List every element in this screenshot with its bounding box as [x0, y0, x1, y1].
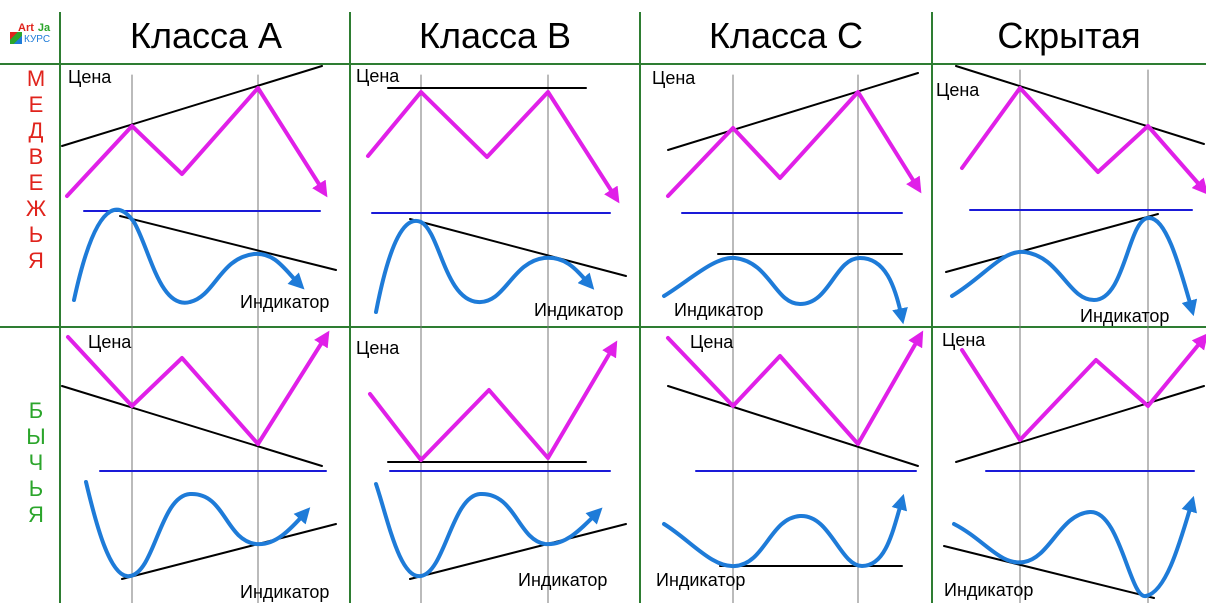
indicator-trend-line: [943, 545, 1155, 599]
logo-art: Art: [18, 22, 34, 34]
price-trend-line: [955, 65, 1205, 145]
bull-letter: Ь: [28, 476, 44, 501]
indicator-label: Индикатор: [240, 582, 329, 602]
price-line: [65, 86, 328, 198]
row-label-bullish: Б Ы Ч Ь Я: [24, 398, 48, 528]
indicator-line: [84, 480, 311, 579]
bear-letter: М: [26, 66, 46, 91]
price-label: Цена: [652, 68, 696, 88]
logo-kurs: КУРС: [24, 34, 51, 45]
bear-letter: Е: [28, 170, 44, 195]
indicator-line: [72, 207, 305, 305]
indicator-label: Индикатор: [1080, 306, 1169, 326]
bear-letter: Д: [28, 118, 44, 143]
indicator-line: [662, 255, 908, 325]
column-title-hidden: Скрытая: [997, 15, 1141, 56]
price-label: Цена: [356, 66, 400, 86]
price-label: Цена: [68, 67, 112, 87]
logo-mark-icon: [10, 32, 22, 44]
price-trend-line: [667, 72, 919, 151]
indicator-trend-line: [409, 523, 627, 580]
price-trend-line: [667, 385, 919, 467]
bear-letter: Е: [28, 92, 44, 117]
bull-letter: Ч: [28, 450, 44, 475]
indicator-trend-line: [409, 218, 627, 277]
bear-letter: Ж: [25, 196, 47, 221]
price-label: Цена: [88, 332, 132, 352]
indicator-line: [950, 216, 1198, 317]
indicator-trend-line: [945, 213, 1159, 273]
indicator-trend-line: [119, 215, 337, 271]
column-title-class-c: Класса С: [708, 15, 864, 56]
indicator-line: [374, 482, 603, 579]
price-line: [666, 90, 922, 198]
indicator-label: Индикатор: [674, 300, 763, 320]
bull-letter: Ы: [26, 424, 46, 449]
price-line: [368, 340, 618, 462]
row-label-bearish: М Е Д В Е Ж Ь Я: [24, 66, 48, 274]
column-title-class-b: Класса В: [418, 15, 572, 56]
price-label: Цена: [936, 80, 980, 100]
bear-letter: В: [28, 144, 44, 169]
price-line: [666, 330, 924, 446]
price-label: Цена: [942, 330, 986, 350]
price-line: [960, 86, 1206, 195]
bear-letter: Я: [28, 248, 44, 273]
price-trend-line: [61, 65, 323, 147]
price-trend-line: [955, 385, 1205, 463]
price-line: [960, 333, 1206, 442]
indicator-label: Индикатор: [944, 580, 1033, 600]
bull-letter: Я: [28, 502, 44, 527]
indicator-label: Индикатор: [240, 292, 329, 312]
indicator-label: Индикатор: [656, 570, 745, 590]
indicator-label: Индикатор: [534, 300, 623, 320]
bull-letter: Б: [28, 398, 44, 423]
bear-letter: Ь: [28, 222, 44, 247]
indicator-trend-line: [121, 523, 337, 580]
indicator-line: [952, 495, 1197, 598]
logo-ja: Ja: [37, 22, 51, 34]
price-line: [366, 90, 620, 204]
column-title-class-a: Класса А: [129, 15, 283, 56]
indicator-line: [374, 218, 595, 314]
indicator-line: [662, 493, 908, 569]
price-label: Цена: [690, 332, 734, 352]
price-label: Цена: [356, 338, 400, 358]
price-trend-line: [61, 385, 323, 467]
indicator-label: Индикатор: [518, 570, 607, 590]
price-line: [66, 330, 330, 446]
